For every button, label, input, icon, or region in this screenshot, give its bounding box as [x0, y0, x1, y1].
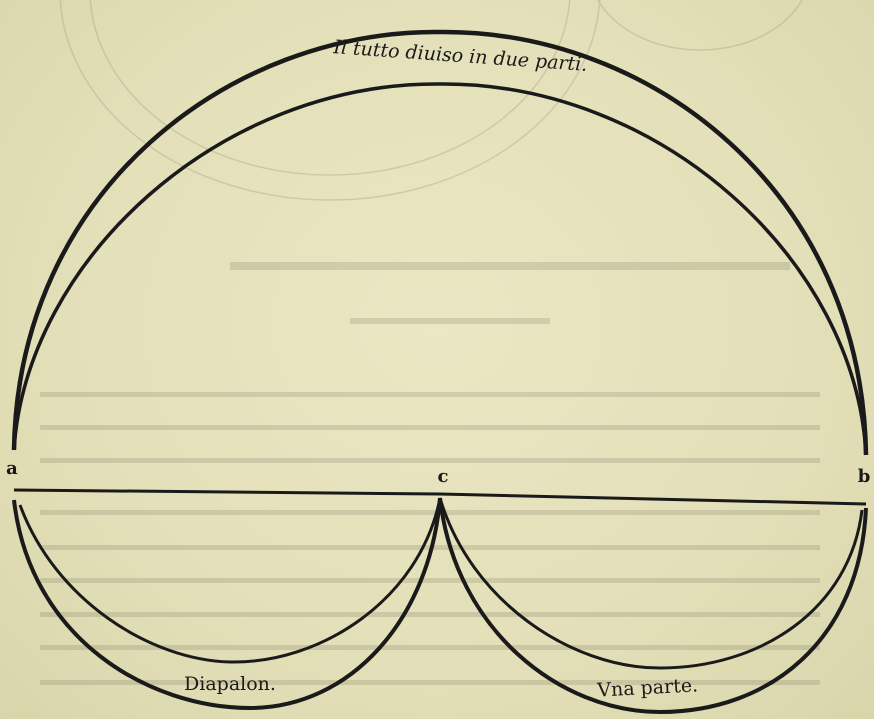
left-arc-label: Diapalon. [184, 673, 276, 695]
whole-arc-outer [11, 29, 869, 456]
right-arc-outer [438, 497, 868, 715]
whole-arc-inner [12, 82, 868, 456]
top-arc-label: Il tutto diuiso in due parti. [332, 36, 588, 76]
point-a-label: a [6, 458, 18, 479]
right-arc-label: Vna parte. [596, 674, 699, 701]
right-arc-inner [438, 497, 864, 670]
point-c-label: c [438, 466, 449, 487]
left-arc-outer [12, 497, 442, 711]
diameter-line [13, 488, 867, 506]
point-b-label: b [858, 466, 871, 487]
left-arc-inner [18, 497, 442, 664]
